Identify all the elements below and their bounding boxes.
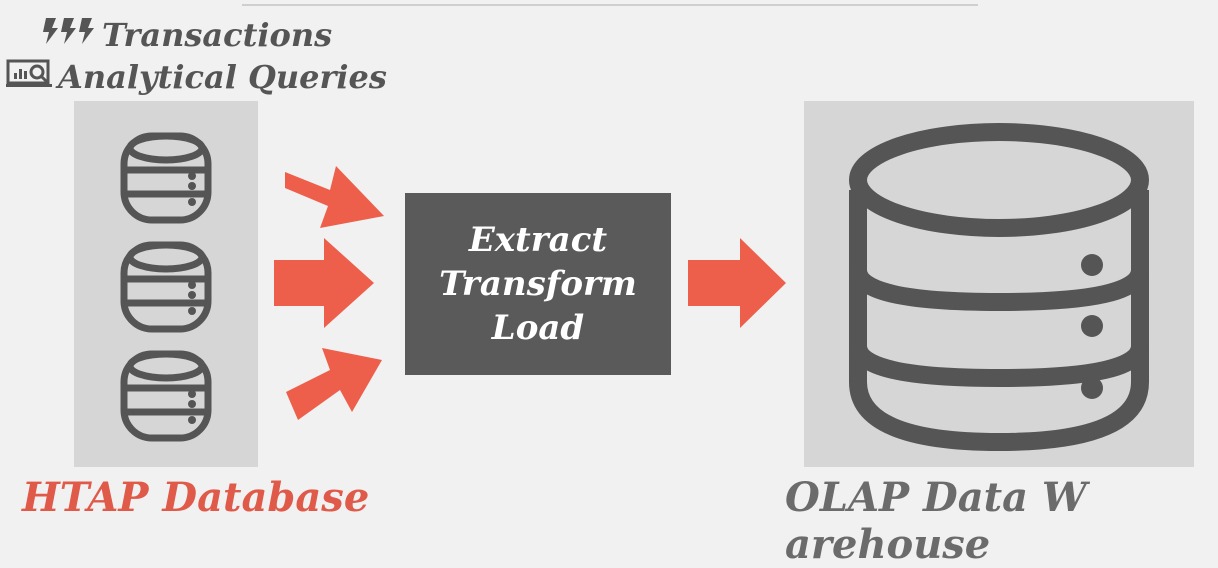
- database-icon: [120, 132, 212, 224]
- warehouse-database-icon: [849, 123, 1149, 452]
- database-icon: [120, 350, 212, 442]
- analytics-monitor-icon: [6, 56, 54, 98]
- olap-warehouse-caption: OLAP Data W arehouse: [785, 474, 1087, 568]
- arrow-etl-to-warehouse: [688, 238, 786, 328]
- arrow-middle-to-etl: [274, 238, 374, 328]
- database-icon: [120, 241, 212, 333]
- legend-transactions: Transactions: [40, 14, 332, 56]
- etl-load-label: Load: [491, 308, 585, 348]
- htap-database-caption: HTAP Database: [22, 474, 370, 521]
- legend-transactions-label: Transactions: [102, 16, 333, 54]
- etl-process-box: Extract Transform Load: [405, 193, 671, 375]
- lightning-bolts-icon: [40, 14, 98, 56]
- arrow-lower-to-etl: [286, 348, 382, 420]
- etl-extract-label: Extract: [468, 220, 608, 260]
- arrow-upper-to-etl: [285, 166, 384, 228]
- etl-transform-label: Transform: [439, 264, 637, 304]
- top-divider: [242, 4, 978, 6]
- legend-analytical-label: Analytical Queries: [58, 58, 387, 96]
- legend-analytical-queries: Analytical Queries: [6, 56, 387, 98]
